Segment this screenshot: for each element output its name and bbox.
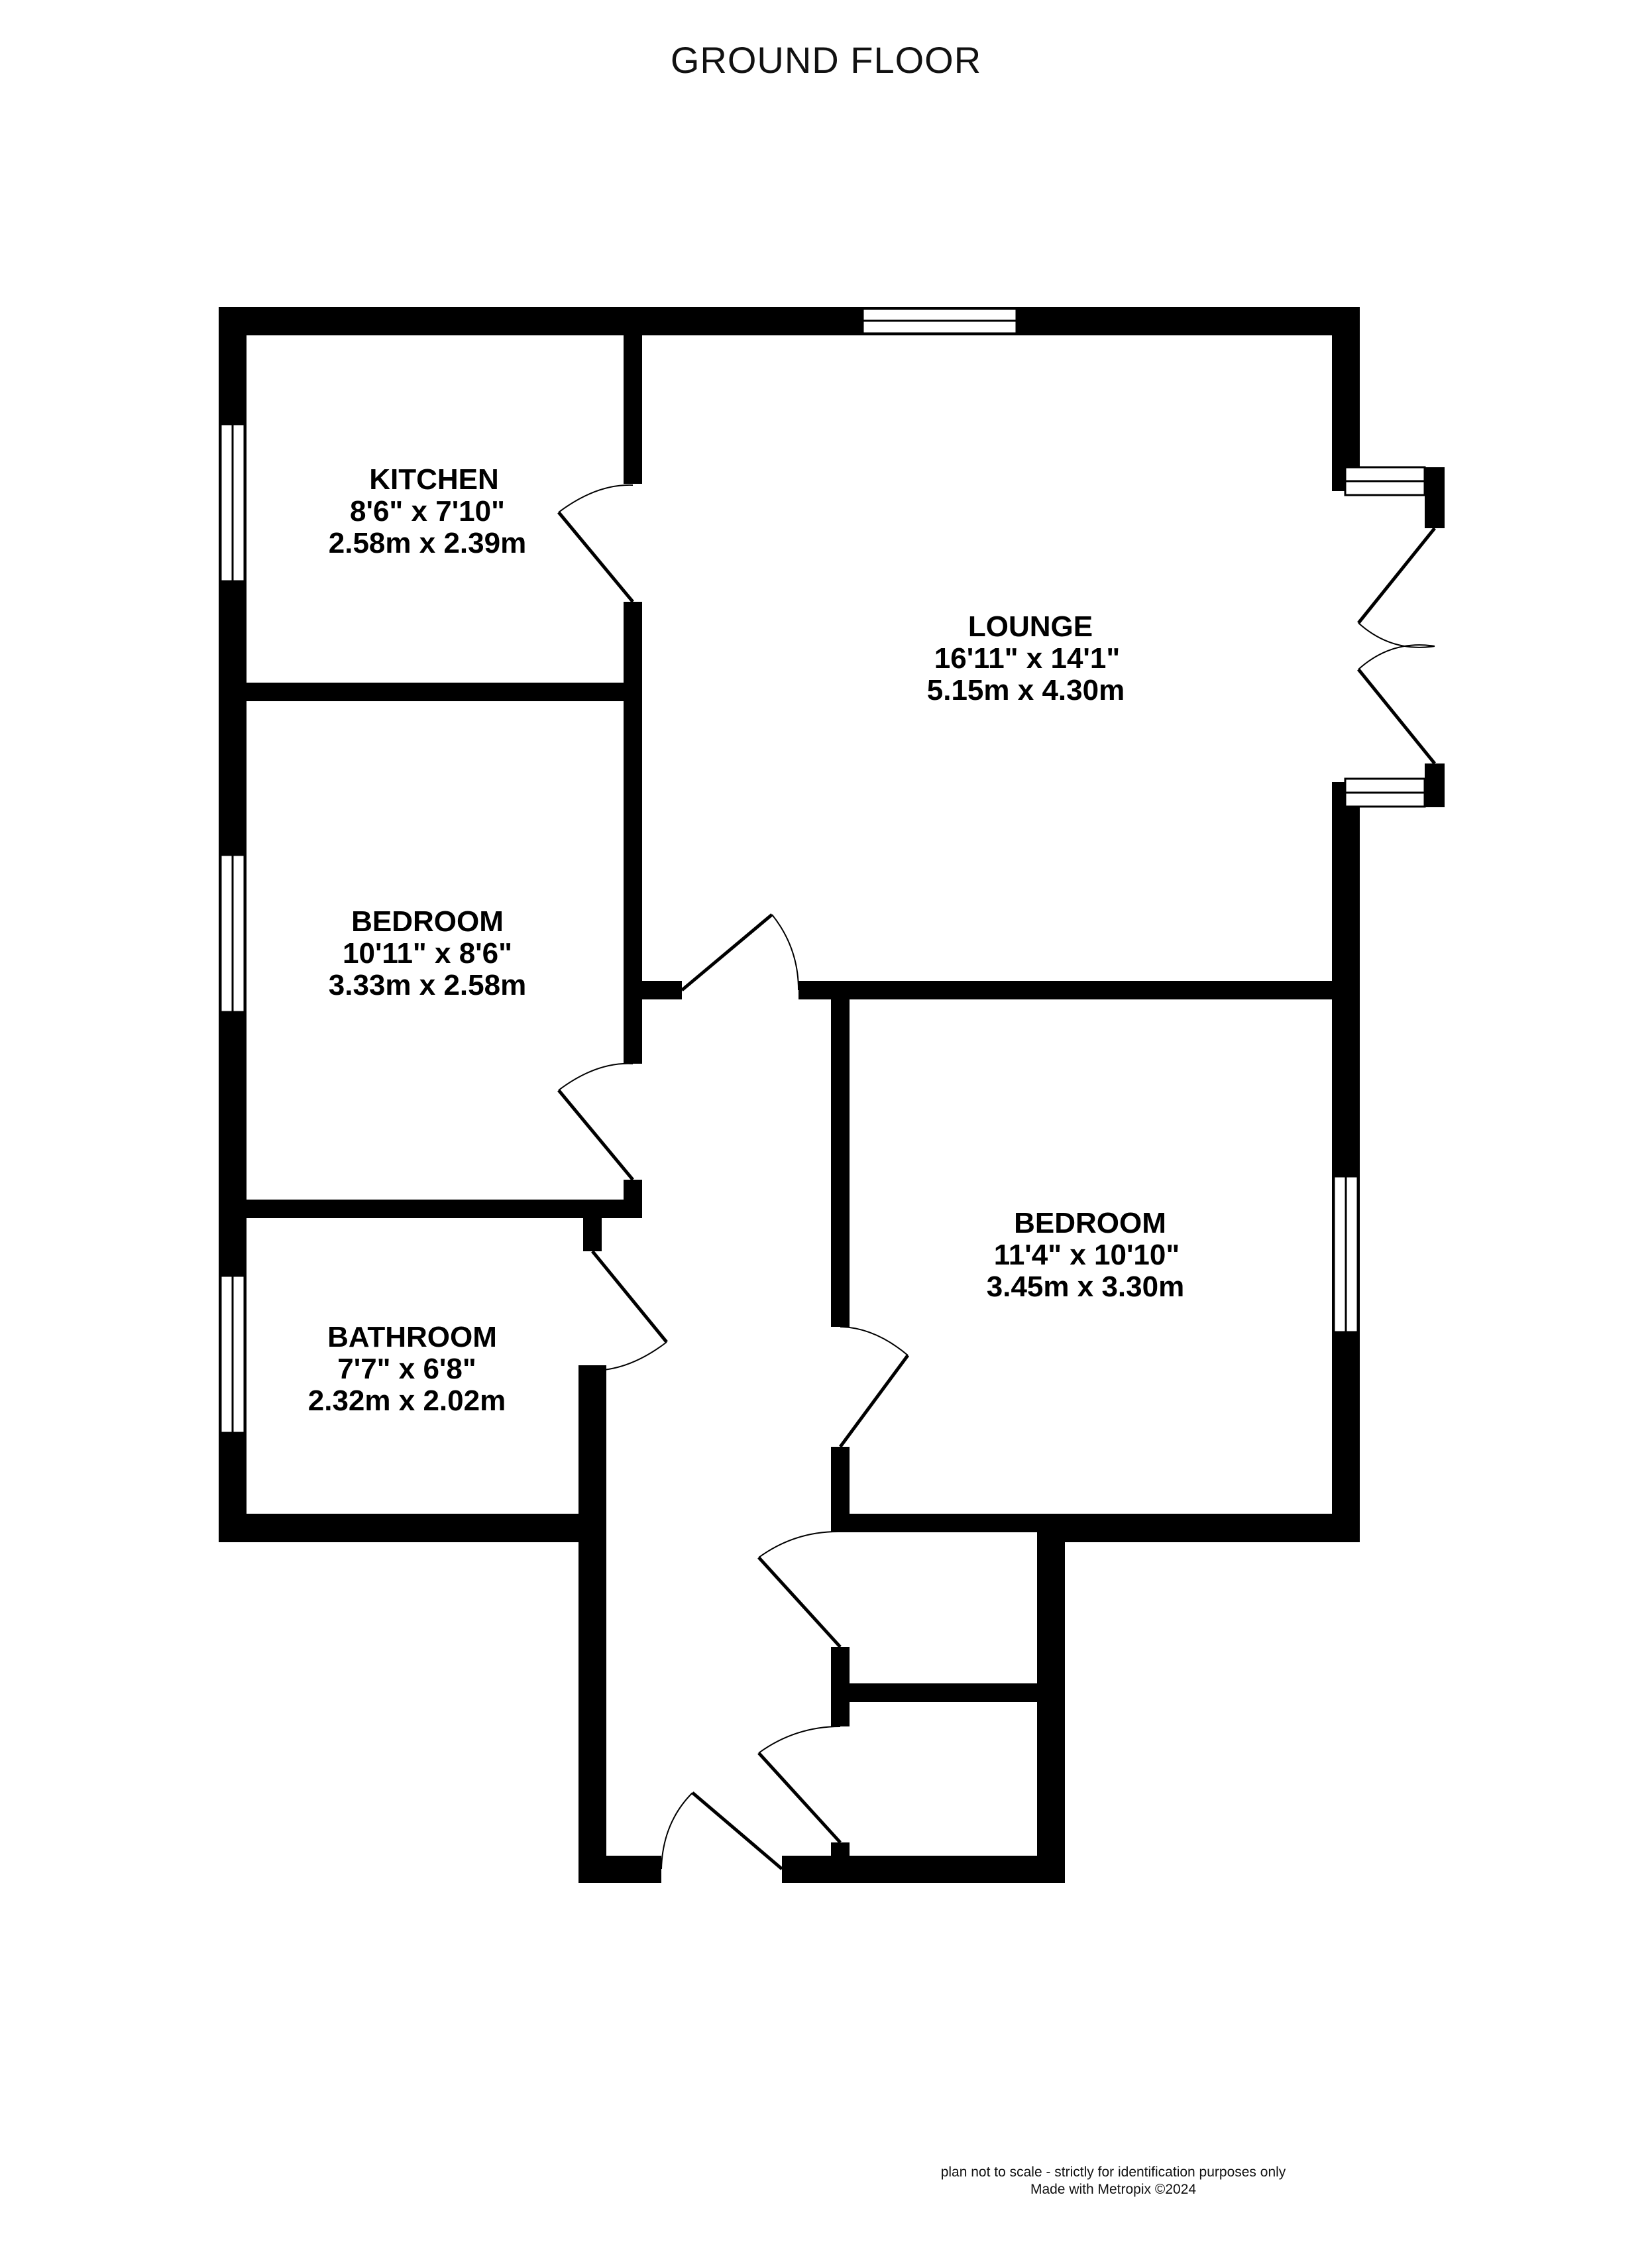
wall-bottom-right <box>1037 1514 1360 1542</box>
wall-bedroom-hall <box>831 981 850 1327</box>
room-label-bathroom: BATHROOM 7'7" x 6'8" 2.32m x 2.02m <box>308 1321 506 1417</box>
wall-post <box>1425 467 1445 528</box>
wall-bedroom-bathroom <box>219 1200 642 1218</box>
door <box>557 484 634 603</box>
door <box>681 913 799 991</box>
wall-post <box>583 1218 602 1251</box>
floor-title: GROUND FLOOR <box>670 39 982 81</box>
room-label-bedroom-1: BEDROOM 10'11" x 8'6" 3.33m x 2.58m <box>329 905 526 1001</box>
wall-cupboard-left <box>831 1647 850 1726</box>
room-name: LOUNGE <box>968 610 1093 643</box>
wall-post <box>1425 763 1445 807</box>
room-label-kitchen: KITCHEN 8'6" x 7'10" 2.58m x 2.39m <box>329 463 526 559</box>
wall-post <box>831 1842 850 1883</box>
room-label-lounge: LOUNGE 16'11" x 14'1" 5.15m x 4.30m <box>927 610 1125 706</box>
wall-bedroom-hall <box>831 1447 850 1532</box>
wall-right-upper <box>1332 307 1360 491</box>
wall-kitchen-lounge <box>624 602 642 1064</box>
window <box>1344 466 1426 496</box>
room-dimensions-metric: 2.32m x 2.02m <box>308 1384 506 1417</box>
wall-cupboard-top <box>831 1514 1064 1532</box>
wall-right-lower <box>1332 782 1360 1542</box>
window <box>861 308 1018 335</box>
window <box>1344 777 1426 808</box>
wall-hall-bottom-right <box>782 1856 1064 1883</box>
wall-top <box>219 307 1360 335</box>
room-dimensions-imperial: 8'6" x 7'10" <box>350 495 505 528</box>
window <box>219 854 246 1013</box>
room-name: KITCHEN <box>369 463 499 496</box>
footer: plan not to scale - strictly for identif… <box>815 2164 1411 2198</box>
room-name: BEDROOM <box>351 905 504 938</box>
door <box>757 1726 842 1844</box>
window <box>219 423 246 583</box>
credit-text: Made with Metropix ©2024 <box>1030 2182 1197 2197</box>
room-dimensions-metric: 3.45m x 3.30m <box>987 1270 1184 1303</box>
wall-bottom-left <box>219 1514 606 1542</box>
door <box>661 1791 783 1870</box>
room-dimensions-imperial: 16'11" x 14'1" <box>934 642 1120 675</box>
room-dimensions-metric: 3.33m x 2.58m <box>329 969 526 1001</box>
door <box>591 1250 668 1371</box>
room-name: BATHROOM <box>327 1321 497 1353</box>
wall-post <box>642 981 682 999</box>
window <box>219 1274 246 1434</box>
wall-bathroom-right <box>583 1371 602 1542</box>
walls <box>219 307 1445 1883</box>
door <box>557 1062 634 1181</box>
door <box>757 1530 842 1648</box>
wall-hall-bottom-left <box>578 1856 661 1883</box>
room-dimensions-imperial: 7'7" x 6'8" <box>337 1353 476 1385</box>
wall-kitchen-lounge <box>624 307 642 484</box>
room-dimensions-imperial: 11'4" x 10'10" <box>994 1239 1180 1271</box>
disclaimer-text: plan not to scale - strictly for identif… <box>940 2165 1286 2180</box>
wall-cupboard-divider <box>831 1683 1064 1702</box>
room-name: BEDROOM <box>1014 1207 1166 1239</box>
room-dimensions-metric: 2.58m x 2.39m <box>329 527 526 559</box>
door <box>1357 527 1436 765</box>
room-label-bedroom-2: BEDROOM 11'4" x 10'10" 3.45m x 3.30m <box>987 1207 1184 1303</box>
wall-kitchen-bedroom <box>219 683 642 701</box>
room-dimensions-metric: 5.15m x 4.30m <box>927 674 1125 706</box>
window <box>1333 1175 1359 1333</box>
windows <box>219 308 1426 1434</box>
wall-post <box>624 1180 642 1218</box>
wall-lounge-bedroom <box>798 981 1360 999</box>
door <box>838 1326 910 1448</box>
doors <box>557 484 1436 1870</box>
room-dimensions-imperial: 10'11" x 8'6" <box>343 937 512 970</box>
